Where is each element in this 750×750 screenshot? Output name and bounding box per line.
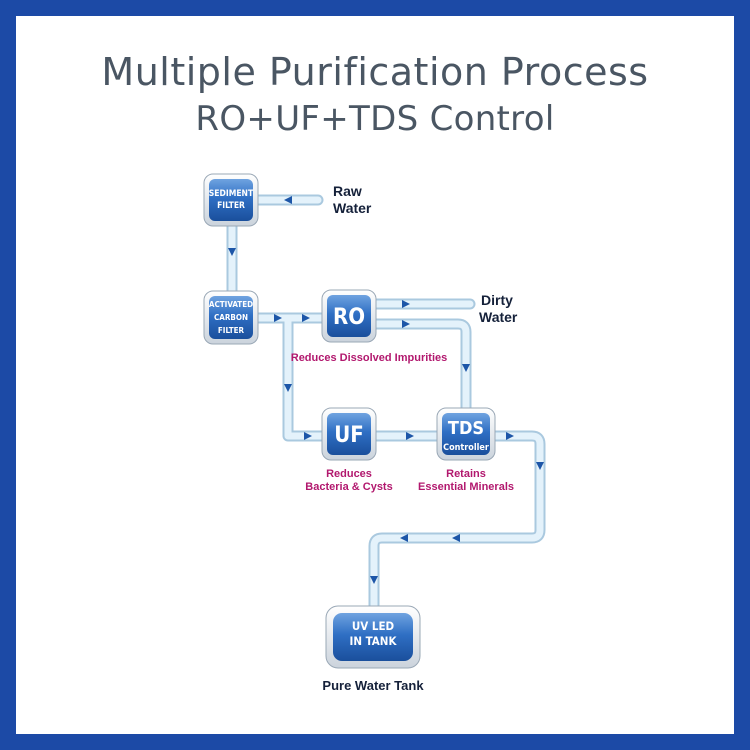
arrow-down-icon [228, 248, 236, 256]
uf-box: UF [321, 407, 377, 461]
arrow-right-icon [304, 432, 312, 440]
sediment-label-line1: SEDIMENT [209, 189, 254, 199]
arrow-left-icon [400, 534, 408, 542]
uf-label: UF [334, 423, 364, 448]
raw-water-label-line1: Raw [333, 183, 362, 199]
uf-caption-line2: Bacteria & Cysts [305, 481, 392, 493]
uv-led-tank-box: UV LED IN TANK [325, 605, 421, 669]
uv-label-line1: UV LED [352, 619, 395, 633]
carbon-label-line2: CARBON [214, 313, 248, 322]
carbon-label-line3: FILTER [218, 326, 245, 335]
tds-caption-line1: Retains [446, 468, 486, 480]
tds-controller-label: Controller [443, 443, 489, 453]
ro-label: RO [333, 305, 365, 330]
tds-label: TDS [448, 418, 484, 439]
carbon-filter-box: ACTIVATED CARBON FILTER [203, 290, 259, 345]
uv-label-line2: IN TANK [350, 634, 398, 648]
ro-box: RO [321, 289, 377, 343]
dirty-water-label-line2: Water [479, 309, 518, 325]
arrow-right-icon [402, 320, 410, 328]
arrow-down-icon [284, 384, 292, 392]
sediment-label-line2: FILTER [217, 201, 245, 211]
pure-water-tank-label: Pure Water Tank [322, 678, 424, 693]
arrow-right-icon [506, 432, 514, 440]
sediment-filter-box: SEDIMENT FILTER [203, 173, 259, 227]
carbon-label-line1: ACTIVATED [209, 300, 253, 309]
arrow-left-icon [284, 196, 292, 204]
arrow-right-icon [402, 300, 410, 308]
arrow-down-icon [462, 364, 470, 372]
arrow-left-icon [452, 534, 460, 542]
diagram-subtitle: RO+UF+TDS Control [195, 99, 555, 139]
arrow-down-icon [536, 462, 544, 470]
pipes [226, 194, 546, 614]
dirty-water-label-line1: Dirty [481, 292, 513, 308]
arrow-right-icon [406, 432, 414, 440]
raw-water-label-line2: Water [333, 200, 372, 216]
arrow-down-icon [370, 576, 378, 584]
uf-caption-line1: Reduces [326, 468, 372, 480]
arrow-right-icon [274, 314, 282, 322]
arrow-right-icon [302, 314, 310, 322]
flow-arrows [228, 196, 544, 584]
ro-caption: Reduces Dissolved Impurities [291, 352, 448, 364]
diagram-title: Multiple Purification Process [101, 50, 649, 94]
tds-caption-line2: Essential Minerals [418, 481, 514, 493]
tds-controller-box: TDS Controller [436, 407, 496, 461]
